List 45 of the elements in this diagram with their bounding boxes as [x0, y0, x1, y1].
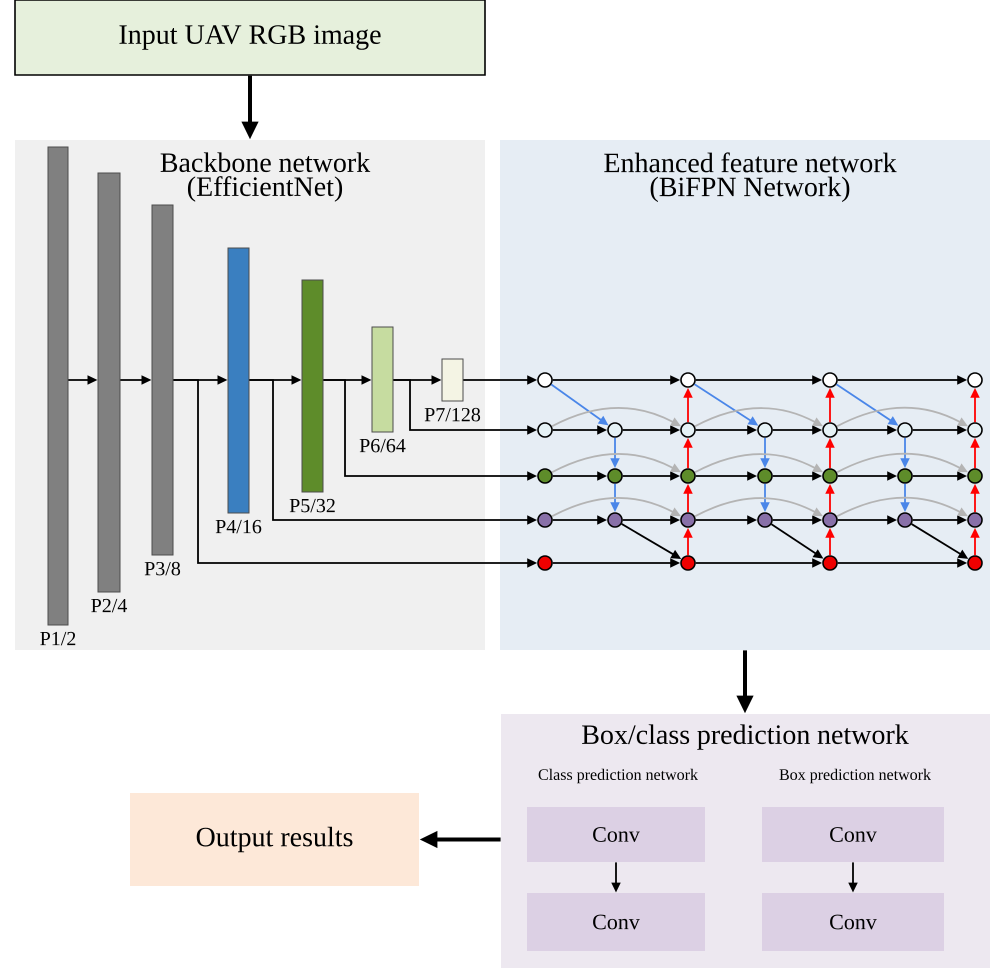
conv-box: Conv: [762, 893, 944, 951]
bar-label: P2/4: [91, 598, 128, 612]
fusion-node: [537, 468, 553, 484]
fusion-node: [822, 468, 838, 484]
conv-box: Conv: [527, 807, 705, 862]
fusion-node: [680, 372, 696, 388]
fusion-node: [967, 468, 983, 484]
conv-box: Conv: [527, 893, 705, 951]
output-box: Output results: [130, 793, 419, 886]
fusion-node: [822, 555, 838, 571]
bar-label: P7/128: [424, 408, 480, 422]
fusion-node: [680, 422, 696, 438]
input-box: Input UAV RGB image: [14, 0, 486, 76]
fusion-node: [967, 512, 983, 528]
fusion-node: [822, 372, 838, 388]
fusion-node: [607, 512, 623, 528]
subnetwork-label: Class prediction network: [538, 768, 698, 784]
fusion-node: [537, 555, 553, 571]
bar-label: P1/2: [40, 632, 76, 646]
fusion-node: [757, 512, 773, 528]
subnetwork-label: Box prediction network: [780, 768, 931, 784]
fusion-node: [757, 422, 773, 438]
fusion-node: [897, 468, 913, 484]
fusion-node: [537, 512, 553, 528]
bar-label: P4/16: [216, 520, 262, 534]
fusion-node: [822, 512, 838, 528]
bar-label: P6/64: [360, 438, 406, 452]
fusion-node: [967, 372, 983, 388]
fusion-node: [537, 372, 553, 388]
fusion-node: [607, 422, 623, 438]
feature-network-panel: Enhanced feature network (BiFPN Network): [500, 140, 990, 650]
fusion-node: [967, 555, 983, 571]
fusion-node: [607, 468, 623, 484]
fusion-node: [897, 512, 913, 528]
conv-box: Conv: [762, 807, 944, 862]
bar-label: P3/8: [144, 562, 180, 576]
bar-label: P5/32: [290, 498, 335, 512]
fusion-node: [680, 555, 696, 571]
fusion-node: [897, 422, 913, 438]
fusion-node: [822, 422, 838, 438]
fusion-node: [757, 468, 773, 484]
fusion-node: [537, 422, 553, 438]
fusion-node: [680, 468, 696, 484]
fusion-node: [967, 422, 983, 438]
fusion-node: [680, 512, 696, 528]
